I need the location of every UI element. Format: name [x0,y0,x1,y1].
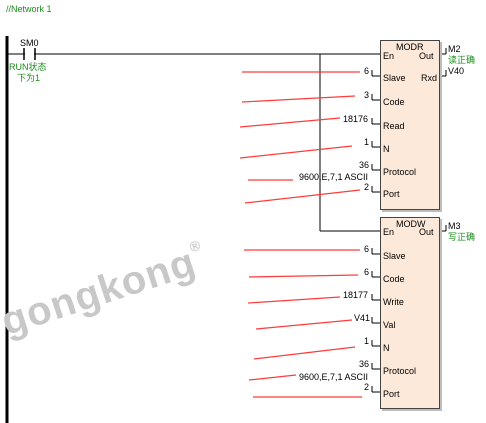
modw-pin-label: Code [383,274,405,284]
modr-pin-label: Slave [383,73,406,83]
network-label: //Network 1 [6,4,52,14]
modw-pin-stubs [371,225,447,393]
modr-pin-value[interactable]: 6 [364,66,370,76]
modw-out-label: Out [419,227,434,237]
modw-pin-label: Val [383,320,396,330]
modr-out-var[interactable]: M2 [448,44,461,54]
modw-pin-value[interactable]: 1 [364,336,370,346]
modw-pin-label: Protocol [383,366,417,376]
modw-block[interactable]: MODW En Out Slave Code Write Val N Proto… [380,217,440,409]
modw-pin-value[interactable]: V41 [354,313,371,323]
modw-pin-value[interactable]: 6 [364,244,370,254]
modw-out-comment: 写正确 [448,232,476,242]
red-annotation-lines [239,71,362,398]
modw-pin-label: Write [383,297,404,307]
modr-pin-label: Read [383,121,405,131]
modr-out-comment: 读正确 [448,55,476,65]
modw-pin-label: N [383,343,390,353]
modw-out-var[interactable]: M3 [448,221,461,231]
modr-pin-label: Code [383,97,405,107]
modr-pin-value[interactable]: 1 [364,137,370,147]
modw-pin-value[interactable]: 6 [364,267,370,277]
modw-en-label: En [383,227,395,237]
modr-pin-label: N [383,144,390,154]
modr-pin-value[interactable]: 36 [359,160,370,170]
modw-pin-label: Slave [383,251,406,261]
modr-pin-label: Protocol [383,167,417,177]
modr-out-label: Out [419,51,434,61]
modr-en-label: En [383,51,395,61]
modr-rxd-label: Rxd [421,73,438,83]
modr-pin-value[interactable]: 18176 [343,114,369,124]
modr-pin-label: Port [383,189,400,199]
contact-comment-line1: RUN状态 [9,62,47,72]
modr-block[interactable]: MODR En Out Slave Rxd Code Read N Protoc… [380,40,440,210]
modw-pin-label: Port [383,389,400,399]
contact-comment-line2: 下为1 [17,73,41,83]
modr-pin-value[interactable]: 3 [364,90,370,100]
modw-pin-value[interactable]: 2 [364,382,370,392]
modw-pin-value[interactable]: 36 [359,359,370,369]
modw-pin-value[interactable]: 18177 [343,290,369,300]
modr-pin-value[interactable]: 2 [364,182,370,192]
modr-pin-stubs [371,48,447,193]
modr-rxd-var[interactable]: V40 [448,66,465,76]
modw-title: MODW [396,219,426,229]
contact-name[interactable]: SM0 [20,38,39,48]
modr-title: MODR [396,42,424,52]
modr-protocol-extra: 9600,E,7,1 ASCII [299,172,369,182]
modw-protocol-extra: 9600,E,7,1 ASCII [299,372,369,382]
